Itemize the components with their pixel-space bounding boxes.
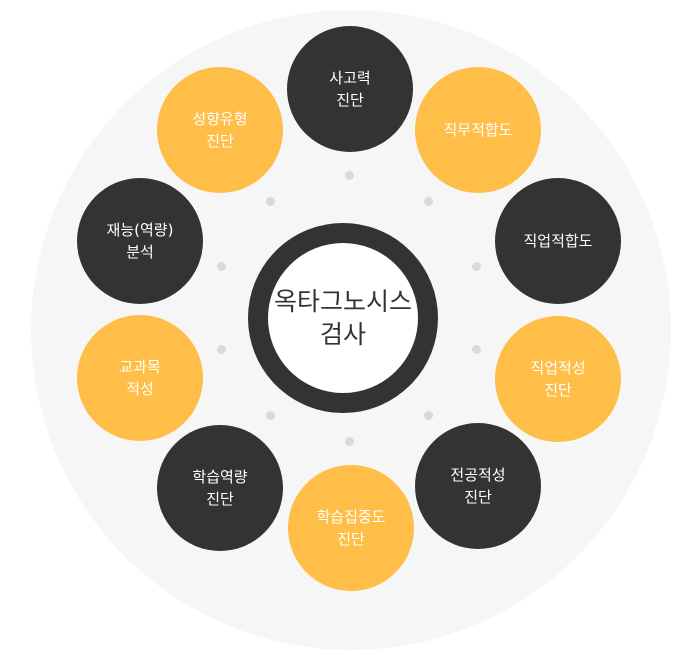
center-title-line: 검사 bbox=[319, 320, 366, 349]
node-subject-aptitude[interactable]: 교과목 적성 bbox=[77, 315, 203, 441]
connector-dot bbox=[424, 197, 433, 206]
node-job-fit[interactable]: 직무적합도 bbox=[415, 67, 541, 193]
node-thinking-diagnosis[interactable]: 사고력 진단 bbox=[287, 26, 413, 152]
node-career-fit[interactable]: 직업적합도 bbox=[495, 178, 621, 304]
node-personality-type[interactable]: 성향유형 진단 bbox=[157, 67, 283, 193]
node-label: 진단 bbox=[544, 381, 572, 399]
node-label: 전공적성 bbox=[450, 466, 506, 484]
connector-dot bbox=[217, 262, 226, 271]
connector-dot bbox=[472, 345, 481, 354]
node-learning-focus[interactable]: 학습집중도 진단 bbox=[288, 465, 414, 591]
connector-dot bbox=[472, 262, 481, 271]
node-label: 분석 bbox=[126, 243, 154, 261]
connector-dot bbox=[424, 411, 433, 420]
connector-dot bbox=[345, 171, 354, 180]
node-label: 학습집중도 bbox=[316, 508, 386, 526]
connector-dot bbox=[266, 197, 275, 206]
center-title-line: 옥타그노시스 bbox=[273, 287, 412, 316]
node-label: 진단 bbox=[206, 490, 234, 508]
node-label: 적성 bbox=[126, 380, 154, 398]
node-talent-analysis[interactable]: 재능(역량) 분석 bbox=[77, 178, 203, 304]
node-label: 성향유형 bbox=[192, 110, 248, 128]
node-label: 재능(역량) bbox=[106, 221, 174, 239]
connector-dot bbox=[266, 411, 275, 420]
node-label: 학습역량 bbox=[192, 468, 248, 486]
node-label: 직업적합도 bbox=[523, 232, 593, 250]
node-label: 진단 bbox=[337, 530, 365, 548]
connector-dot bbox=[217, 345, 226, 354]
node-label: 직무적합도 bbox=[443, 121, 513, 139]
center-title-circle: 옥타그노시스 검사 bbox=[248, 223, 438, 413]
octagnosis-diagram: 옥타그노시스 검사 사고력 진단 직무적합도 직업적합도 직업적성 진단 전공적… bbox=[77, 26, 621, 591]
node-label: 사고력 bbox=[329, 69, 371, 87]
node-label: 진단 bbox=[336, 91, 364, 109]
node-label: 직업적성 bbox=[530, 359, 586, 377]
node-major-aptitude[interactable]: 전공적성 진단 bbox=[415, 423, 541, 549]
node-label: 진단 bbox=[464, 488, 492, 506]
node-label: 진단 bbox=[206, 132, 234, 150]
node-career-aptitude[interactable]: 직업적성 진단 bbox=[495, 316, 621, 442]
node-label: 교과목 bbox=[119, 358, 161, 376]
node-learning-ability[interactable]: 학습역량 진단 bbox=[157, 425, 283, 551]
connector-dot bbox=[345, 437, 354, 446]
